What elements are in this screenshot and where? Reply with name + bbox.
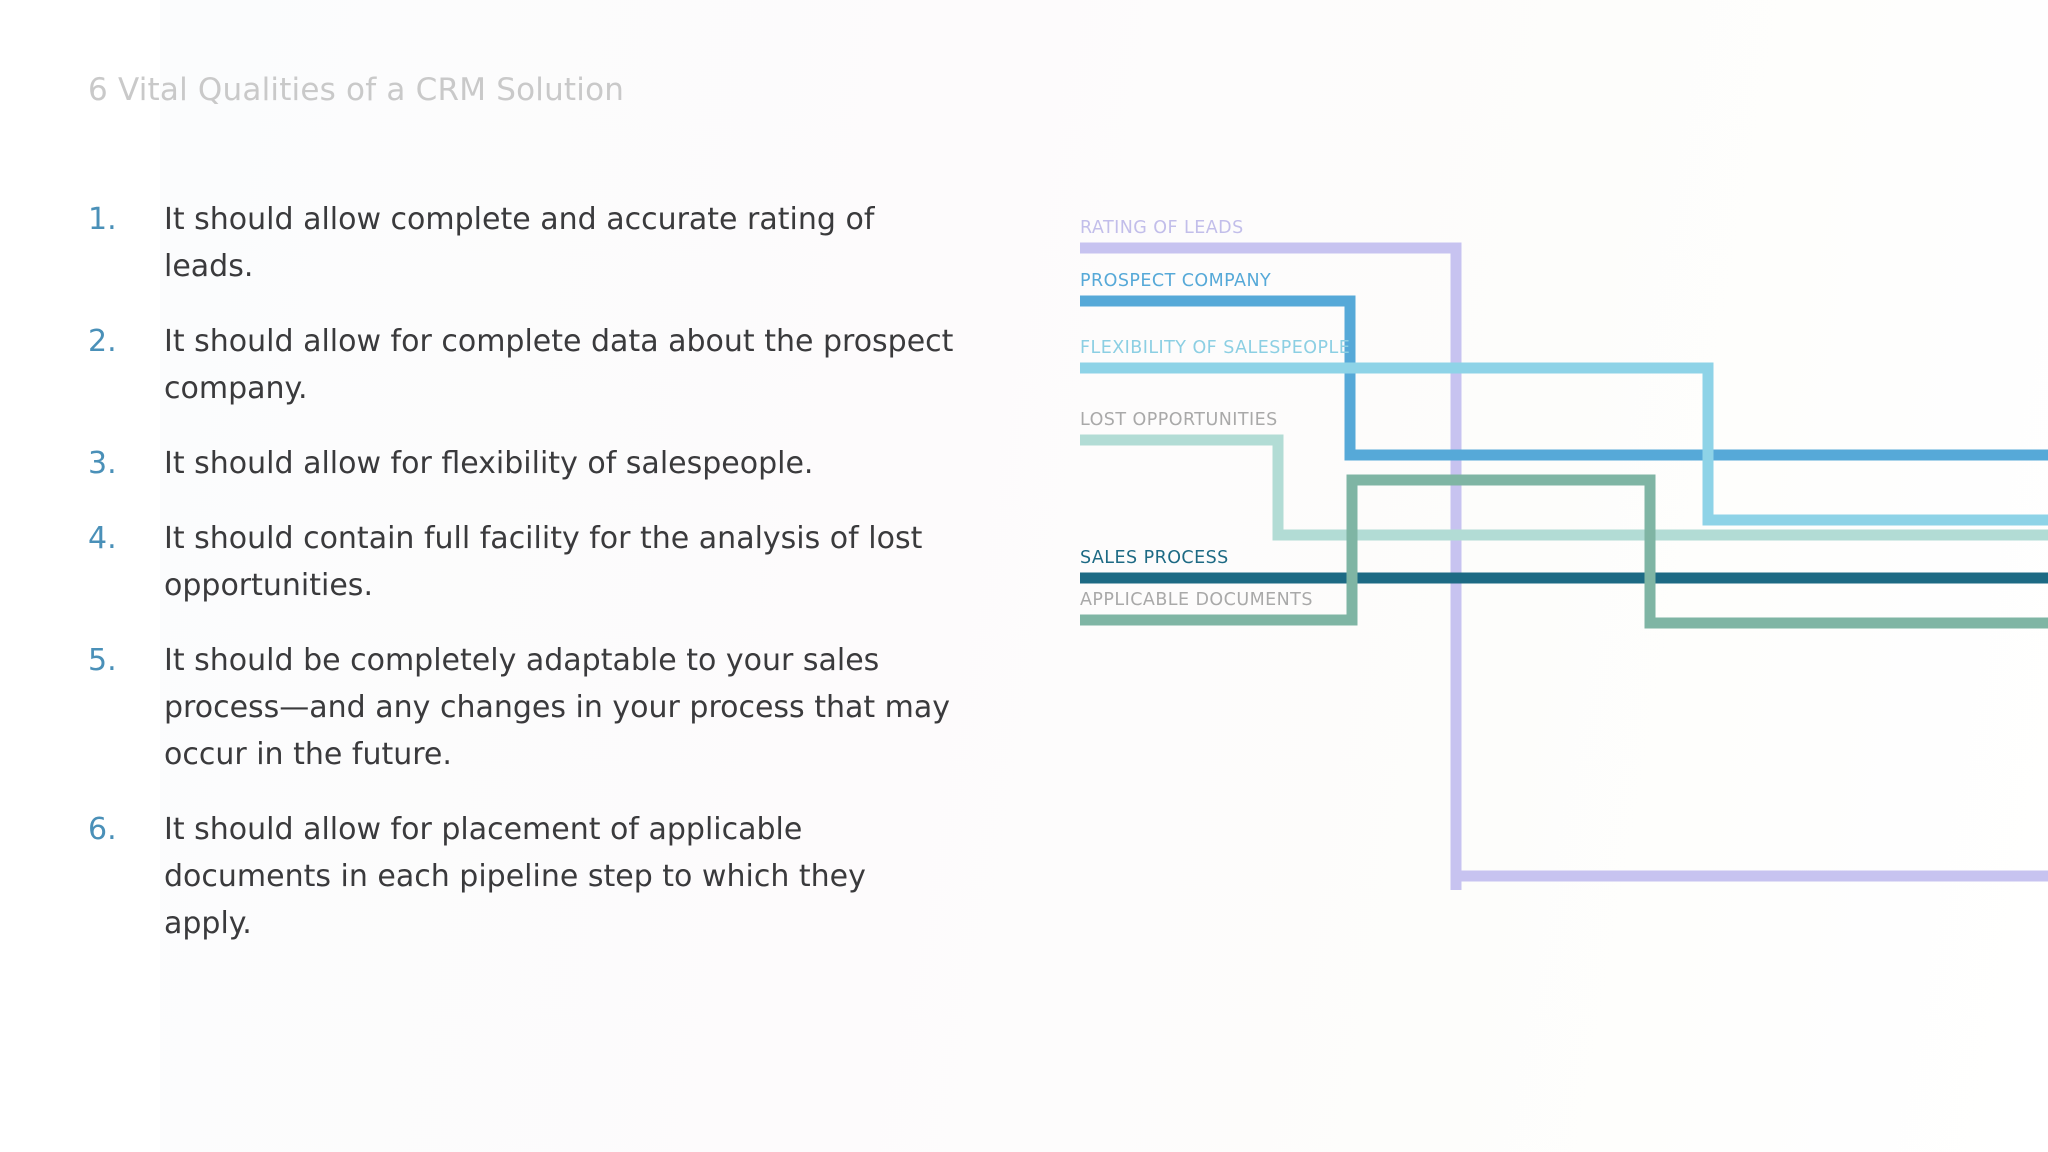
list-item: 6. It should allow for placement of appl… [88,806,968,947]
pipeline-diagram-svg [1080,242,2048,890]
list-item-text: It should be completely adaptable to you… [164,643,951,772]
pipeline-diagram: RATING OF LEADS PROSPECT COMPANY FLEXIBI… [1080,218,2048,890]
list-item: 2. It should allow for complete data abo… [88,318,968,412]
list-item-text: It should allow for complete data about … [164,324,954,406]
list-item: 1. It should allow complete and accurate… [88,196,968,290]
track-label-sales-process: SALES PROCESS [1080,548,1229,568]
track-path-lost-opportunities [1080,434,2048,541]
list-item-text: It should allow for placement of applica… [164,812,866,941]
list-item-number: 3. [88,446,117,481]
track-path-flexibility-of-salespeople [1080,362,2048,526]
list-item-number: 5. [88,643,117,678]
track-label-applicable-documents: APPLICABLE DOCUMENTS [1080,590,1313,610]
track-label-lost-opportunities: LOST OPPORTUNITIES [1080,410,1278,430]
list-item: 5. It should be completely adaptable to … [88,637,968,778]
list-item-number: 4. [88,521,117,556]
track-path-prospect-company [1080,295,2048,461]
track-path-rating-of-leads [1080,242,1462,890]
list-item-number: 2. [88,324,117,359]
track-label-rating-of-leads: RATING OF LEADS [1080,218,1244,238]
page-title: 6 Vital Qualities of a CRM Solution [88,72,625,108]
list-item-number: 1. [88,202,117,237]
track-label-flexibility-of-salespeople: FLEXIBILITY OF SALESPEOPLE [1080,338,1351,358]
track-path-applicable-documents [1080,474,2048,629]
list-item: 3. It should allow for flexibility of sa… [88,440,968,487]
list-item-text: It should allow for flexibility of sales… [164,446,814,481]
list-item-number: 6. [88,812,117,847]
qualities-list: 1. It should allow complete and accurate… [88,196,968,975]
track-label-prospect-company: PROSPECT COMPANY [1080,271,1272,291]
list-item-text: It should contain full facility for the … [164,521,923,603]
list-item: 4. It should contain full facility for t… [88,515,968,609]
list-item-text: It should allow complete and accurate ra… [164,202,875,284]
